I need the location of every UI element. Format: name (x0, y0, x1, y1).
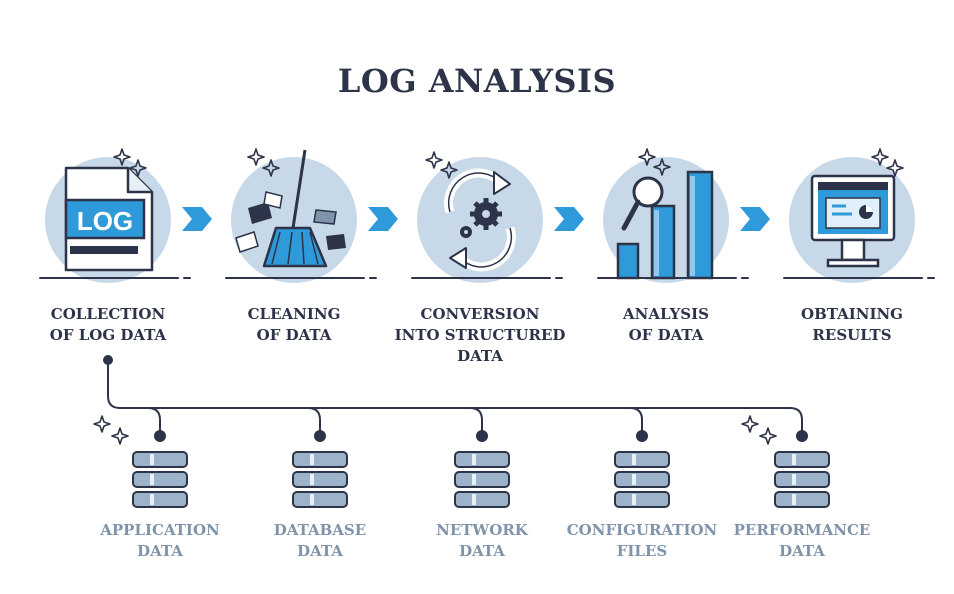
database-icons (132, 451, 830, 508)
source-label-performance: PERFORMANCE DATA (717, 520, 887, 562)
stage-label-line: CLEANING (247, 305, 341, 323)
page-title: LOG ANALYSIS (337, 62, 617, 100)
stage-label-conversion: CONVERSION INTO STRUCTURED DATA (390, 304, 570, 367)
analysis-chart-icon (616, 170, 714, 280)
log-file-icon: LOG (64, 166, 154, 272)
monitor-results-icon (810, 174, 896, 268)
source-label-line: DATA (459, 542, 505, 560)
stage-label-line: DATA (457, 347, 503, 365)
stage-label-line: OBTAINING (801, 305, 903, 323)
source-label-line: CONFIGURATION (566, 521, 718, 539)
broom-icon (235, 149, 346, 268)
source-label-line: NETWORK (436, 521, 528, 539)
stage-label-line: OF DATA (256, 326, 332, 344)
source-label-line: DATA (137, 542, 183, 560)
conversion-gears-icon (444, 168, 516, 272)
stage-label-line: COLLECTION (50, 305, 166, 323)
source-label-database: DATABASE DATA (235, 520, 405, 562)
source-label-line: APPLICATION (100, 521, 220, 539)
log-badge-text: LOG (77, 206, 133, 236)
source-label-line: FILES (616, 542, 668, 560)
stage-label-line: ANALYSIS (623, 305, 709, 323)
stage-label-collection: COLLECTION OF LOG DATA (18, 304, 198, 346)
source-label-line: DATA (297, 542, 343, 560)
stage-label-cleaning: CLEANING OF DATA (204, 304, 384, 346)
stage-label-analysis: ANALYSIS OF DATA (576, 304, 756, 346)
stage-label-line: OF DATA (628, 326, 704, 344)
source-label-configuration: CONFIGURATION FILES (557, 520, 727, 562)
source-label-line: DATA (779, 542, 825, 560)
stage-label-results: OBTAINING RESULTS (762, 304, 942, 346)
source-label-line: DATABASE (273, 521, 367, 539)
source-label-application: APPLICATION DATA (75, 520, 245, 562)
stage-label-line: CONVERSION (420, 305, 540, 323)
stage-label-line: OF LOG DATA (49, 326, 167, 344)
source-label-line: PERFORMANCE (733, 521, 871, 539)
stage-label-line: RESULTS (812, 326, 892, 344)
source-connectors (103, 355, 808, 442)
stage-label-line: INTO STRUCTURED (394, 326, 566, 344)
source-label-network: NETWORK DATA (397, 520, 567, 562)
